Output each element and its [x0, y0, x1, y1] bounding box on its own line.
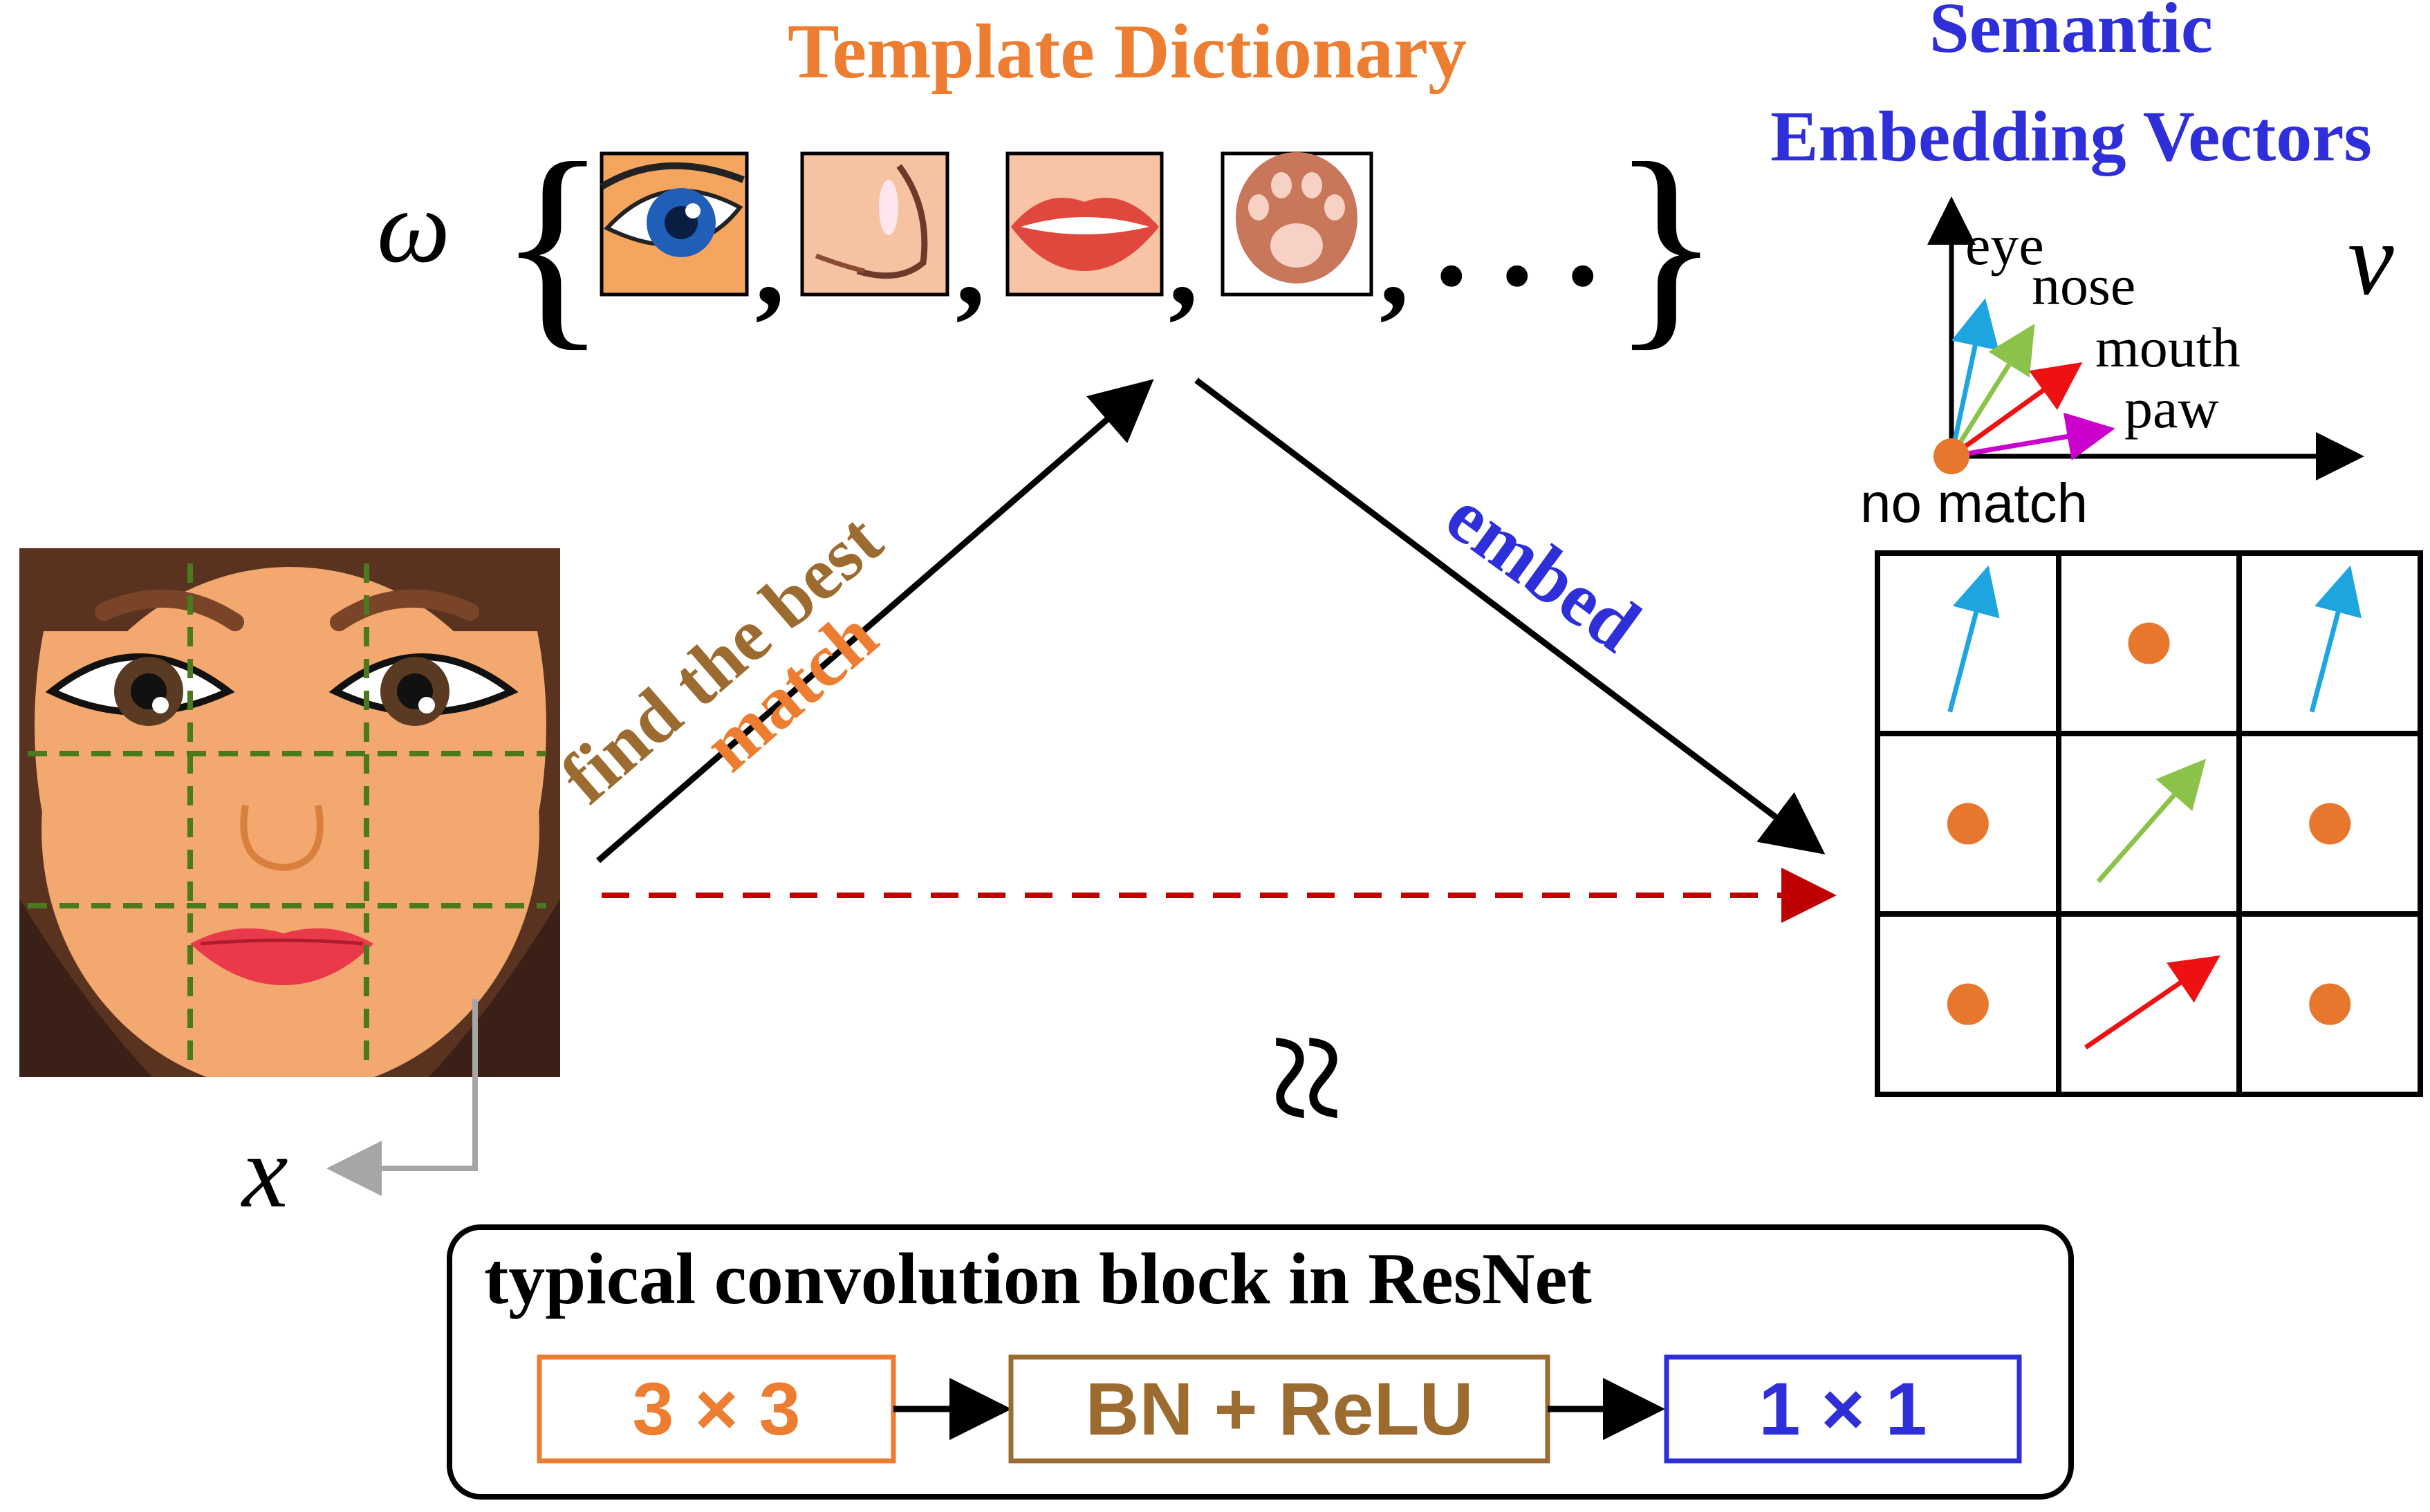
conv3x3-box — [537, 1354, 896, 1464]
approx-symbol: ≈ — [1216, 1033, 1400, 1124]
mouth-template-icon — [1005, 151, 1164, 297]
grid-cell-nose-arrow — [2096, 758, 2207, 884]
semantic-embedding-title-line1: Semantic — [1929, 0, 2213, 68]
right-brace: } — [1611, 117, 1721, 369]
grid-cell-no-match-dot — [2128, 622, 2170, 664]
paw-vector-arrow — [1951, 412, 2115, 460]
face-input-image — [19, 548, 560, 1077]
no-match-dot — [1933, 438, 1969, 474]
nose-template-icon — [800, 151, 949, 297]
grid-cell-eye-arrow — [2309, 565, 2362, 713]
comma-3: , — [1169, 200, 1198, 330]
mouth-vector-arrow — [1949, 362, 2083, 458]
grid-cell-no-match-dot — [2309, 983, 2351, 1025]
embed-arrow — [1194, 377, 1826, 855]
embedding-axes — [1927, 196, 2364, 480]
eye-label: eye — [1965, 214, 2044, 277]
paw-template-icon — [1221, 151, 1373, 297]
bn-relu-label: BN + ReLU — [1085, 1367, 1473, 1450]
nose-label: nose — [2032, 254, 2135, 317]
conv1x1-label: 1 × 1 — [1759, 1367, 1927, 1450]
ellipsis: . . . — [1435, 169, 1599, 314]
comma-1: , — [755, 200, 785, 330]
no-match-label: no match — [1860, 472, 2088, 534]
face-patch-grid — [28, 563, 546, 1068]
semantic-embedding-title-line2: Embedding Vectors — [1770, 97, 2372, 176]
grid-cell-no-match-dot — [1947, 983, 1989, 1025]
comma-4: , — [1380, 200, 1409, 330]
eye-template-icon — [600, 151, 749, 297]
grid-cell-no-match-dot — [1947, 803, 1989, 845]
nose-vector-arrow — [1949, 324, 2035, 458]
left-brace: { — [498, 117, 607, 369]
conv3x3-label: 3 × 3 — [632, 1367, 800, 1450]
comma-2: , — [956, 200, 985, 330]
x-symbol: x — [241, 1114, 288, 1229]
mouth-label: mouth — [2095, 316, 2241, 379]
find-match-arrow — [596, 379, 1154, 864]
eye-vector-arrow — [1949, 298, 1999, 457]
grid-cell-eye-arrow — [1947, 565, 2000, 713]
template-dictionary-title: Template Dictionary — [788, 9, 1467, 95]
resnet-block-title: typical convolution block in ResNet — [484, 1238, 1592, 1319]
input-pointer-line — [326, 999, 478, 1196]
bn-relu-box — [1008, 1354, 1550, 1464]
grid-cell-no-match-dot — [2309, 803, 2351, 845]
grid-cell-mouth-arrow — [2084, 955, 2220, 1050]
conv1x1-box — [1664, 1354, 2022, 1464]
nu-symbol: ν — [2348, 202, 2394, 317]
omega-symbol: ω — [377, 169, 450, 284]
output-grid-cells — [1947, 565, 2362, 1050]
paw-label: paw — [2124, 377, 2219, 440]
